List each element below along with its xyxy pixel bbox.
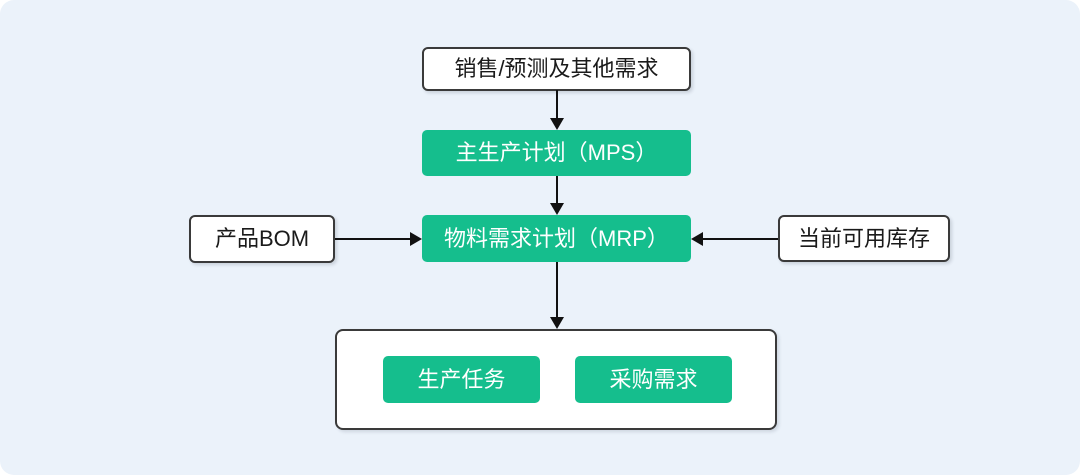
arrowhead-down-icon — [550, 317, 564, 329]
arrow-shaft — [556, 176, 558, 203]
arrowhead-right-icon — [410, 232, 422, 246]
node-purchase-demand: 采购需求 — [575, 356, 732, 403]
node-material-requirements-planning: 物料需求计划（MRP） — [422, 215, 691, 262]
arrow-inventory-to-mrp-icon — [691, 232, 778, 246]
arrow-mps-to-mrp-icon — [550, 176, 564, 215]
arrowhead-down-icon — [550, 203, 564, 215]
arrow-shaft — [556, 90, 558, 118]
node-available-inventory: 当前可用库存 — [778, 215, 950, 262]
arrowhead-down-icon — [550, 118, 564, 130]
node-sales-forecast-demand: 销售/预测及其他需求 — [422, 47, 691, 91]
arrow-bom-to-mrp-icon — [335, 232, 422, 246]
arrow-demand-to-mps-icon — [550, 90, 564, 130]
node-production-task: 生产任务 — [383, 356, 540, 403]
node-product-bom: 产品BOM — [189, 215, 335, 263]
arrowhead-left-icon — [691, 232, 703, 246]
arrow-mrp-to-outputs-icon — [550, 262, 564, 329]
arrow-shaft — [556, 262, 558, 317]
node-master-production-schedule: 主生产计划（MPS） — [422, 130, 691, 176]
arrow-shaft — [703, 238, 778, 240]
arrow-shaft — [335, 238, 410, 240]
